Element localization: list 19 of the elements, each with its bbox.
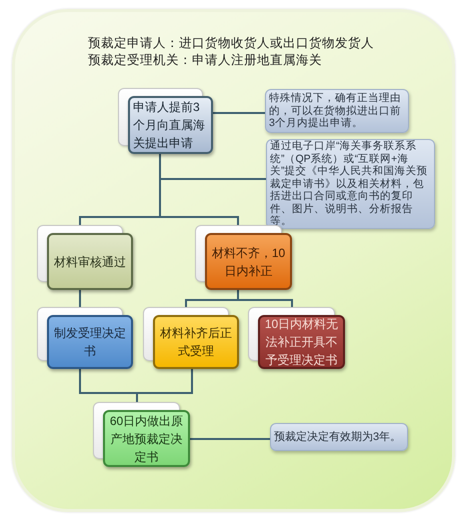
step-text: 60日内做出原产地预裁定决定书 <box>108 412 184 466</box>
step-text: 10日内材料无法补正开具不予受理决定书 <box>264 316 340 369</box>
step-text: 材料不齐，10日内补正 <box>210 244 286 280</box>
connector-line <box>136 369 193 402</box>
note-text: 预裁定决定有效期为3年。 <box>274 430 402 444</box>
step-text: 申请人提前3个月向直属海关提出申请 <box>133 99 206 152</box>
heading-text: 预裁定受理机关：申请人注册地直属海关 <box>88 52 322 68</box>
heading-text: 预裁定申请人：进口货物收货人或出口货物发货人 <box>88 35 374 51</box>
connector-line <box>190 438 270 440</box>
step-text: 材料补齐后正式受理 <box>159 325 233 360</box>
connector-line <box>79 290 81 307</box>
note-text: 通过电子口岸“海关事务联系系统”（QP系统）或“互联网+海关”提交《中华人民共和国海关预裁定申请书》以及相关材料，包括进出口合同或意向书的复印件、图片、说明书、分析报告等。 <box>270 140 428 228</box>
step-text: 制发受理决定书 <box>53 325 127 360</box>
note-box <box>270 423 408 451</box>
connector-line <box>159 154 239 225</box>
note-text: 特殊情况下，确有正当理由的，可以在货物拟进出口前3个月内提出申请。 <box>269 92 402 130</box>
note-box <box>265 89 409 133</box>
connector-line <box>213 112 265 114</box>
step-text: 材料审核通过 <box>53 254 127 270</box>
